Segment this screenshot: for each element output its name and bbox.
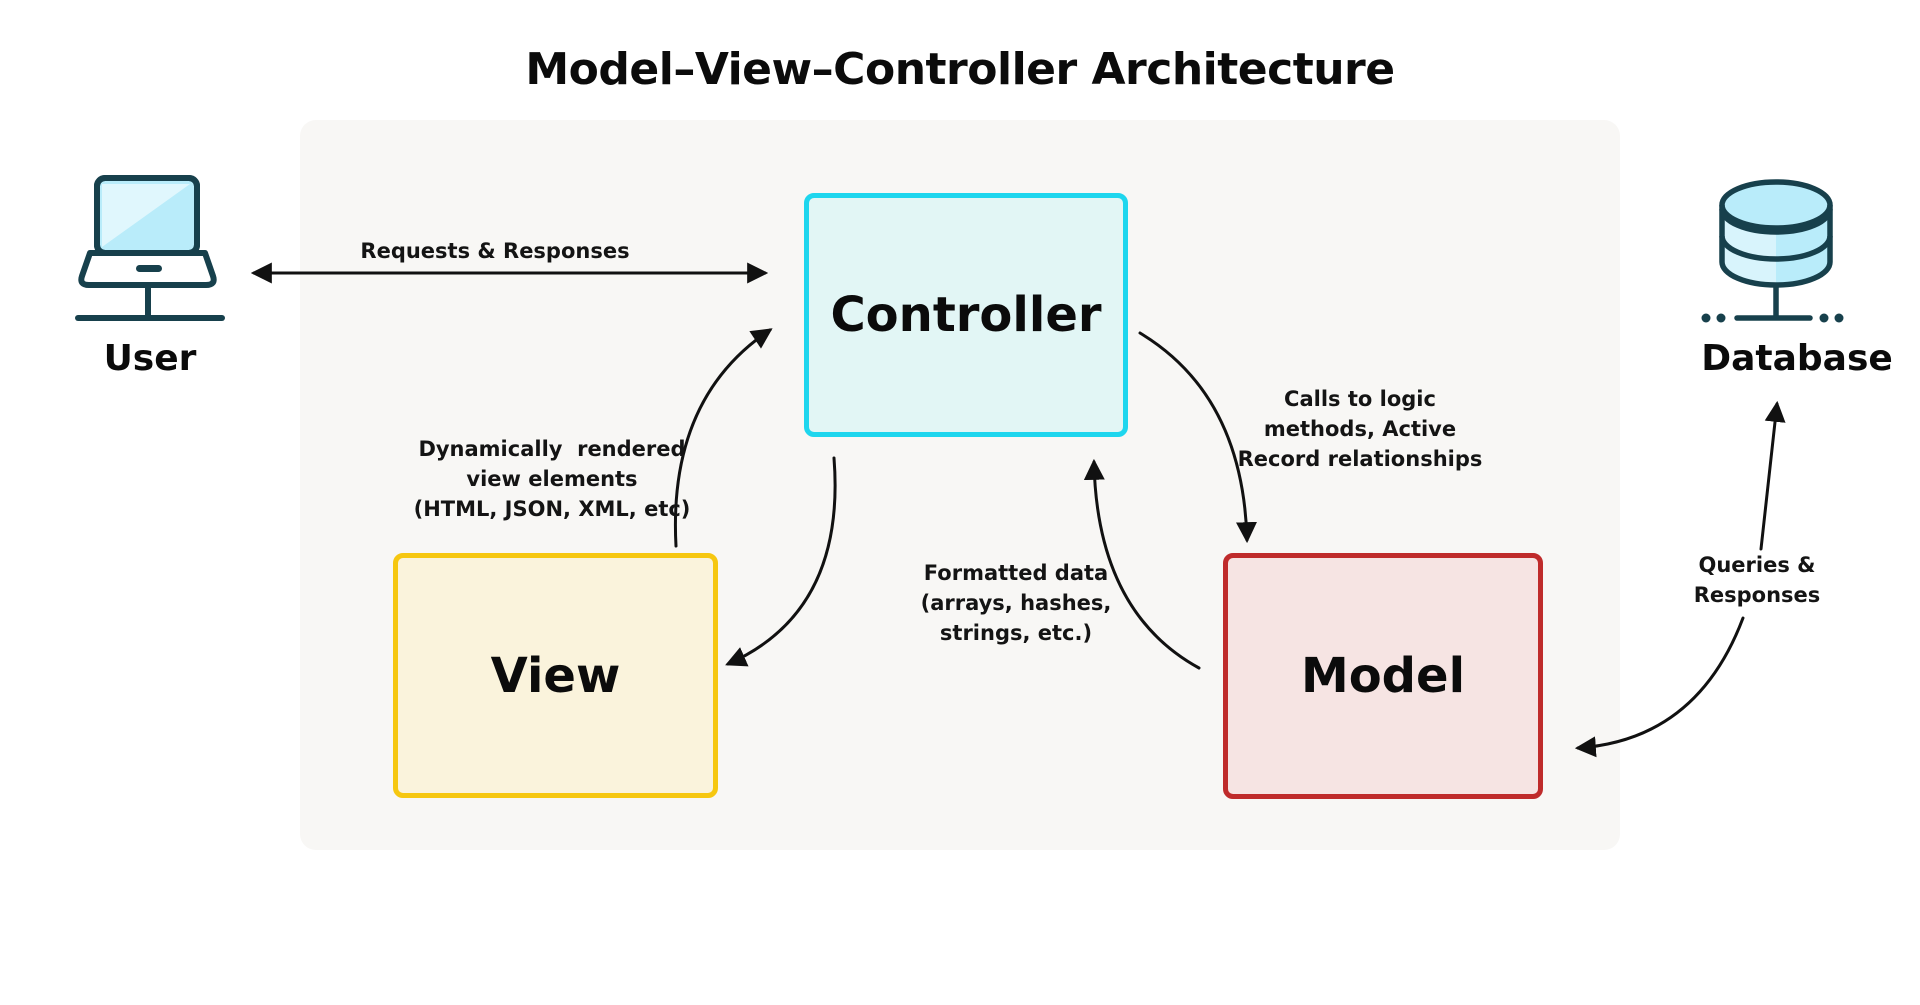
edge-model-to-database-arrow [1759, 400, 1786, 551]
database-label: Database [1701, 338, 1893, 379]
view-box: View [393, 553, 718, 798]
edge-view-to-controller-arrow [673, 328, 773, 548]
user-label: User [103, 338, 197, 379]
view-box-label: View [490, 647, 621, 704]
database-cylinder-icon [1701, 179, 1844, 323]
dynamically-rendered-label: Dynamically rendered view elements (HTML… [413, 437, 691, 521]
edge-controller-to-model-arrow [1138, 331, 1257, 544]
controller-box: Controller [804, 193, 1128, 437]
calls-to-logic-label: Calls to logic methods, Active Record re… [1237, 387, 1483, 471]
model-box-label: Model [1300, 648, 1466, 704]
edge-controller-to-view-arrow [725, 456, 837, 667]
queries-responses-label: Queries & Responses [1693, 553, 1821, 607]
edge-database-to-model-arrow [1574, 616, 1745, 758]
edge-model-to-controller-arrow [1083, 458, 1201, 670]
controller-box-label: Controller [830, 287, 1102, 343]
model-box: Model [1223, 553, 1543, 799]
laptop-icon [75, 175, 225, 321]
requests-responses-label: Requests & Responses [360, 239, 630, 263]
formatted-data-label: Formatted data (arrays, hashes, strings,… [920, 561, 1112, 645]
diagram-title: Model–View–Controller Architecture [525, 44, 1395, 95]
